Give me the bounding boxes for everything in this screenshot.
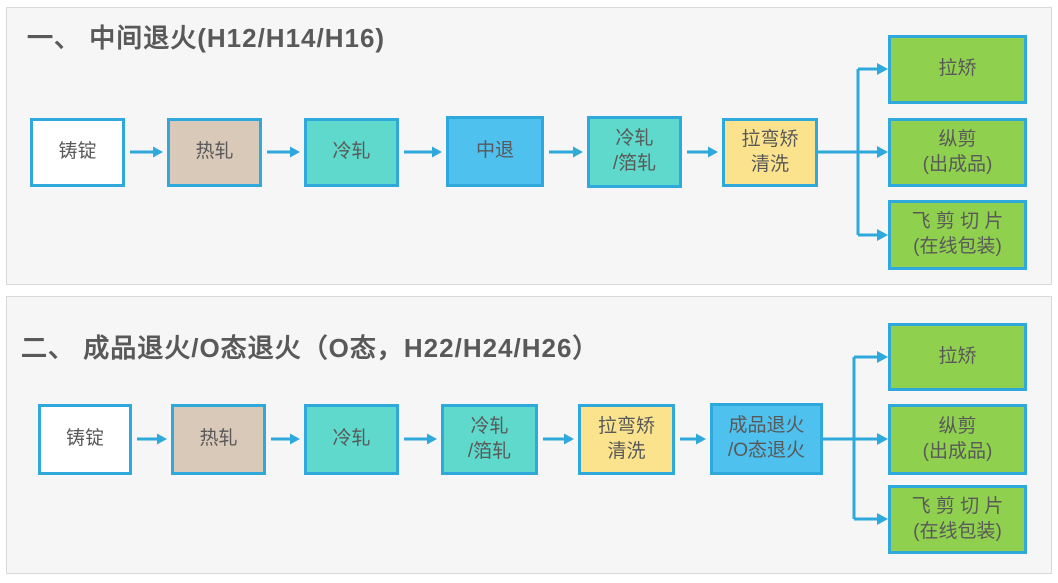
output-flying-shear-sheeting: 飞 剪 切 片(在线包装): [888, 485, 1027, 554]
output-slitting: 纵剪(出成品): [888, 118, 1027, 187]
panel-title: 一、 中间退火(H12/H14/H16): [27, 23, 386, 53]
step-casting-ingot: 铸锭: [30, 118, 125, 187]
output-stretch-straightening: 拉矫: [888, 35, 1027, 104]
step-casting-ingot: 铸锭: [38, 404, 132, 475]
flow-arrow: [680, 433, 706, 445]
step-hot-rolling: 热轧: [167, 118, 262, 187]
output-slitting: 纵剪(出成品): [888, 404, 1027, 475]
output-flying-shear-sheeting: 飞 剪 切 片(在线包装): [888, 200, 1027, 270]
panel-title: 二、 成品退火/O态退火（O态，H22/H24/H26）: [21, 333, 600, 363]
panel-final-annealing: 二、 成品退火/O态退火（O态，H22/H24/H26） 铸锭 热轧 冷轧 冷轧…: [6, 296, 1052, 574]
branch-connector: [823, 351, 888, 525]
panel-intermediate-annealing: 一、 中间退火(H12/H14/H16) 铸锭 热轧 冷轧 中退 冷轧/箔轧: [6, 7, 1052, 285]
step-stretch-bend-cleaning: 拉弯矫清洗: [722, 118, 818, 187]
flow-arrow: [687, 146, 718, 158]
flow-arrow: [404, 433, 437, 445]
flow-arrow: [404, 146, 442, 158]
flow-arrow: [543, 433, 574, 445]
flow-arrow: [130, 146, 163, 158]
step-intermediate-annealing: 中退: [446, 116, 544, 187]
step-cold-foil-rolling: 冷轧/箔轧: [587, 116, 682, 188]
step-final-o-temper-annealing: 成品退火/O态退火: [710, 403, 823, 475]
step-stretch-bend-cleaning: 拉弯矫清洗: [578, 404, 675, 475]
step-cold-foil-rolling: 冷轧/箔轧: [441, 404, 538, 475]
flow-arrow: [137, 433, 167, 445]
step-cold-rolling: 冷轧: [304, 404, 399, 475]
output-stretch-straightening: 拉矫: [888, 323, 1027, 391]
branch-connector: [818, 63, 888, 241]
flow-arrow: [549, 146, 583, 158]
flow-arrow: [267, 146, 300, 158]
flow-arrow: [271, 433, 300, 445]
step-hot-rolling: 热轧: [171, 404, 266, 475]
step-cold-rolling: 冷轧: [304, 118, 399, 187]
